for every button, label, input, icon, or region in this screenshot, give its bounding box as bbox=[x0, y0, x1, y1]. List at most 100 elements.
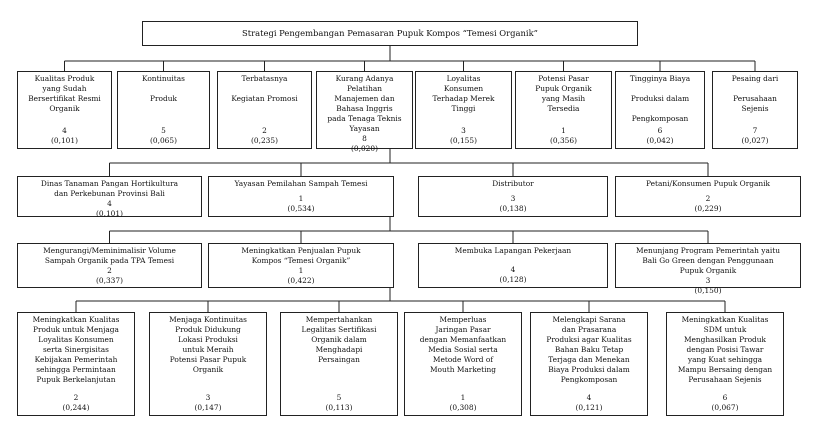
rank-value: 3 bbox=[510, 194, 516, 204]
objective-box-4: Menunjang Program Pemerintah yaitu Bali … bbox=[615, 243, 801, 295]
alternative-priority: 1(0,308) bbox=[407, 393, 519, 413]
factor-label: Tingginya Biaya Produksi dalam Pengkompo… bbox=[629, 74, 691, 123]
weight-value: (0,128) bbox=[499, 275, 527, 285]
goal-label: Strategi Pengembangan Pemasaran Pupuk Ko… bbox=[242, 27, 538, 38]
alternative-box-3: Mempertahankan Legalitas Sertifikasi Org… bbox=[280, 312, 398, 416]
rank-value: 6 bbox=[722, 393, 728, 403]
alternative-priority: 5(0,113) bbox=[283, 393, 395, 413]
actor-priority: 3(0,138) bbox=[421, 194, 605, 214]
weight-value: (0,113) bbox=[325, 403, 353, 413]
weight-value: (0,067) bbox=[711, 403, 739, 413]
rank-value: 6 bbox=[657, 126, 663, 136]
alternative-label: Meningkatkan Kualitas SDM untuk Menghasi… bbox=[677, 315, 773, 384]
factor-box-3: Terbatasnya Kegiatan Promosi 2(0,235) bbox=[217, 71, 312, 149]
rank-value: 1 bbox=[460, 393, 466, 403]
alternative-label: Meningkatkan Kualitas Produk untuk Menja… bbox=[32, 315, 120, 384]
weight-value: (0,101) bbox=[51, 136, 78, 146]
rank-value: 5 bbox=[161, 126, 166, 136]
alternative-priority: 3(0,147) bbox=[152, 393, 264, 413]
weight-value: (0,422) bbox=[287, 275, 315, 285]
factor-label: Kontinuitas Produk bbox=[142, 74, 185, 103]
rank-value: 4 bbox=[62, 126, 67, 136]
factor-label: Kurang Adanya Pelatihan Manajemen dan Ba… bbox=[327, 74, 402, 133]
objective-label: Menunjang Program Pemerintah yaitu Bali … bbox=[636, 246, 780, 275]
objective-priority: 1(0,422) bbox=[211, 266, 391, 286]
alternative-label: Mempertahankan Legalitas Sertifikasi Org… bbox=[301, 315, 377, 364]
factor-box-7: Tingginya Biaya Produksi dalam Pengkompo… bbox=[615, 71, 705, 149]
rank-value: 7 bbox=[752, 126, 758, 136]
actor-label: Petani/Konsumen Pupuk Organik bbox=[646, 179, 770, 188]
actor-box-3: Distributor 3(0,138) bbox=[418, 176, 608, 217]
factor-priority: 6(0,042) bbox=[618, 126, 702, 146]
factor-priority: 7(0,027) bbox=[715, 126, 795, 146]
weight-value: (0,337) bbox=[96, 275, 123, 285]
factor-box-4: Kurang Adanya Pelatihan Manajemen dan Ba… bbox=[316, 71, 413, 153]
alternative-label: Melengkapi Sarana dan Prasarana Produksi… bbox=[546, 315, 632, 384]
actor-label: Distributor bbox=[492, 179, 534, 188]
weight-value: (0,534) bbox=[287, 204, 315, 214]
factor-box-5: Loyalitas Konsumen Terhadap Merek Tinggi… bbox=[415, 71, 512, 149]
objective-label: Meningkatkan Penjualan Pupuk Kompos “Tem… bbox=[241, 246, 361, 265]
alternative-box-5: Melengkapi Sarana dan Prasarana Produksi… bbox=[530, 312, 648, 416]
objective-label: Membuka Lapangan Pekerjaan bbox=[454, 246, 572, 255]
rank-value: 3 bbox=[461, 126, 466, 136]
weight-value: (0,027) bbox=[741, 136, 769, 146]
alternative-priority: 4(0,121) bbox=[533, 393, 645, 413]
weight-value: (0,244) bbox=[62, 403, 90, 413]
actor-priority: 1(0,534) bbox=[211, 194, 391, 214]
rank-value: 2 bbox=[262, 126, 267, 136]
rank-value: 1 bbox=[298, 265, 304, 275]
rank-value: 1 bbox=[561, 126, 566, 136]
rank-value: 2 bbox=[73, 393, 79, 403]
actor-label: Yayasan Pemilahan Sampah Temesi bbox=[234, 179, 368, 188]
actor-box-2: Yayasan Pemilahan Sampah Temesi 1(0,534) bbox=[208, 176, 394, 217]
objective-priority: 4(0,128) bbox=[421, 265, 605, 285]
alternative-label: Menjaga Kontinuitas Produk Didukung Loka… bbox=[169, 315, 247, 374]
weight-value: (0,150) bbox=[694, 285, 722, 295]
alternative-box-2: Menjaga Kontinuitas Produk Didukung Loka… bbox=[149, 312, 267, 416]
objective-box-1: Mengurangi/Meminimalisir Volume Sampah O… bbox=[17, 243, 202, 288]
factor-priority: 3(0,155) bbox=[418, 126, 509, 146]
weight-value: (0,138) bbox=[499, 204, 527, 214]
weight-value: (0,229) bbox=[694, 204, 722, 214]
objective-label: Mengurangi/Meminimalisir Volume Sampah O… bbox=[43, 246, 176, 265]
weight-value: (0,121) bbox=[575, 403, 603, 413]
alternative-box-1: Meningkatkan Kualitas Produk untuk Menja… bbox=[17, 312, 135, 416]
actor-priority: 4(0,101) bbox=[20, 199, 199, 219]
factor-box-6: Potensi Pasar Pupuk Organik yang Masih T… bbox=[515, 71, 612, 149]
weight-value: (0,020) bbox=[351, 143, 378, 153]
alternative-priority: 2(0,244) bbox=[20, 393, 132, 413]
weight-value: (0,155) bbox=[450, 136, 477, 146]
actor-box-1: Dinas Tanaman Pangan Hortikultura dan Pe… bbox=[17, 176, 202, 219]
factor-box-1: Kualitas Produk yang Sudah Bersertifikat… bbox=[17, 71, 112, 149]
weight-value: (0,147) bbox=[194, 403, 222, 413]
rank-value: 2 bbox=[107, 265, 112, 275]
actor-label: Dinas Tanaman Pangan Hortikultura dan Pe… bbox=[40, 179, 179, 198]
actor-priority: 2(0,229) bbox=[618, 194, 798, 214]
objective-box-2: Meningkatkan Penjualan Pupuk Kompos “Tem… bbox=[208, 243, 394, 288]
weight-value: (0,065) bbox=[150, 136, 177, 146]
factor-box-2: Kontinuitas Produk 5(0,065) bbox=[117, 71, 210, 149]
rank-value: 1 bbox=[298, 194, 304, 204]
rank-value: 4 bbox=[510, 265, 516, 275]
weight-value: (0,356) bbox=[550, 136, 577, 146]
factor-priority: 8(0,020) bbox=[319, 134, 410, 154]
rank-value: 2 bbox=[705, 194, 711, 204]
factor-label: Potensi Pasar Pupuk Organik yang Masih T… bbox=[535, 74, 592, 113]
objective-priority: 3(0,150) bbox=[618, 276, 798, 296]
alternative-priority: 6(0,067) bbox=[669, 393, 781, 413]
goal-box: Strategi Pengembangan Pemasaran Pupuk Ko… bbox=[142, 21, 638, 46]
weight-value: (0,101) bbox=[96, 208, 123, 218]
rank-value: 4 bbox=[107, 198, 112, 208]
factor-label: Terbatasnya Kegiatan Promosi bbox=[231, 74, 298, 103]
weight-value: (0,235) bbox=[251, 136, 278, 146]
objective-box-3: Membuka Lapangan Pekerjaan 4(0,128) bbox=[418, 243, 608, 288]
factor-priority: 4(0,101) bbox=[20, 126, 109, 146]
alternative-box-4: Memperluas Jaringan Pasar dengan Memanfa… bbox=[404, 312, 522, 416]
factor-priority: 5(0,065) bbox=[120, 126, 207, 146]
rank-value: 5 bbox=[336, 393, 342, 403]
rank-value: 3 bbox=[205, 393, 211, 403]
rank-value: 4 bbox=[586, 393, 592, 403]
